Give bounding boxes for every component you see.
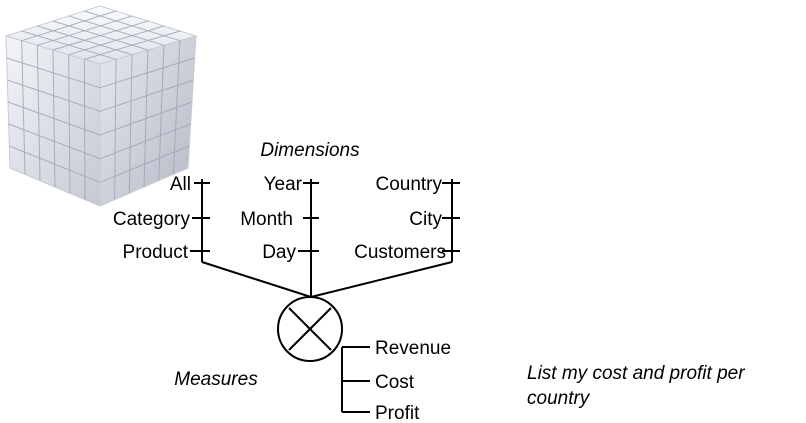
- dimension-level-category: Category: [113, 209, 191, 230]
- dimension-geography-hierarchy: Country City Customers: [354, 174, 460, 263]
- dimension-level-month: Month: [240, 209, 293, 230]
- measure-revenue: Revenue: [375, 338, 451, 359]
- dimension-time-hierarchy: Year Month Day: [240, 174, 319, 297]
- dimension-level-all: All: [170, 174, 191, 195]
- measures-list: Revenue Cost Profit: [341, 338, 451, 423]
- connector-product: [201, 261, 312, 298]
- query-caption: List my cost and profit per country: [527, 363, 745, 409]
- dimension-level-year: Year: [264, 174, 303, 195]
- connector-geography: [310, 261, 453, 298]
- dimension-product-hierarchy: All Category Product: [113, 174, 210, 263]
- measure-cost: Cost: [375, 372, 415, 393]
- dimension-level-city: City: [409, 209, 442, 230]
- dimension-level-day: Day: [262, 242, 296, 263]
- dimension-level-customers: Customers: [354, 242, 446, 263]
- dimension-level-product: Product: [123, 242, 189, 263]
- measures-title: Measures: [174, 369, 258, 390]
- cube-illustration: [4, 5, 198, 207]
- measure-profit: Profit: [375, 403, 420, 423]
- dimension-level-country: Country: [375, 174, 442, 195]
- dimensions-title: Dimensions: [260, 140, 360, 161]
- measure-hub-icon: [277, 296, 343, 362]
